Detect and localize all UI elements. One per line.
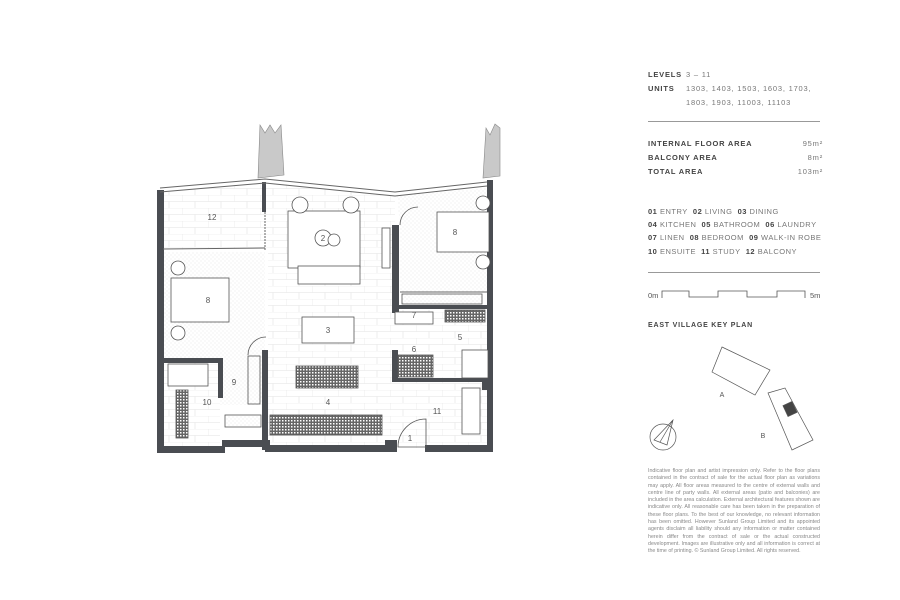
room-label-kitchen: 4 (326, 398, 331, 407)
furniture (167, 195, 491, 448)
room-label-bathroom: 5 (458, 333, 463, 342)
units-label: UNITS (648, 84, 675, 93)
area-value: 95m² (802, 139, 823, 148)
area-label: TOTAL AREA (648, 167, 704, 176)
area-value: 103m² (797, 167, 823, 176)
levels-value: 3 – 11 (686, 70, 712, 79)
scale-end: 5m (810, 291, 821, 300)
room-label-ensuite: 10 (203, 398, 212, 407)
room-label-balcony: 12 (208, 213, 217, 222)
room-label-study: 11 (433, 407, 442, 416)
units-value-2: 1803, 1903, 11003, 11103 (686, 98, 792, 107)
room-label-dining: 3 (326, 326, 331, 335)
scale-bar (661, 290, 806, 298)
key-plan-title: EAST VILLAGE KEY PLAN (648, 322, 753, 329)
room-label-bedroom-left: 8 (206, 296, 211, 305)
area-value: 8m² (807, 153, 823, 162)
area-label: BALCONY AREA (648, 153, 718, 162)
room-label-laundry: 6 (412, 345, 417, 354)
planter-left (257, 124, 285, 179)
scale-start: 0m (648, 291, 659, 300)
room-label-living: 2 (321, 234, 326, 243)
room-label-linen: 7 (412, 311, 417, 320)
divider (648, 121, 820, 122)
key-plan (649, 346, 814, 451)
levels-label: LEVELS (648, 70, 682, 79)
room-label-entry: 1 (408, 434, 413, 443)
unit-info: LEVELS 3 – 11 UNITS 1303, 1403, 1503, 1603… (648, 68, 823, 110)
room-legend: 01 ENTRY 02 LIVING 03 DINING 04 KITCHEN … (648, 207, 822, 256)
planter-right (482, 123, 501, 179)
units-value-1: 1303, 1403, 1503, 1603, 1703, (686, 84, 812, 93)
room-label-walk-in-robe: 9 (232, 378, 237, 387)
area-label: INTERNAL FLOOR AREA (648, 139, 753, 148)
glazing (159, 178, 488, 293)
room-label-bedroom-right: 8 (453, 228, 458, 237)
divider (648, 272, 820, 273)
disclaimer: Indicative floor plan and artist impress… (648, 468, 820, 555)
key-plan-building-b: B (761, 433, 766, 440)
walls (157, 180, 493, 453)
key-plan-building-a: A (720, 392, 725, 399)
